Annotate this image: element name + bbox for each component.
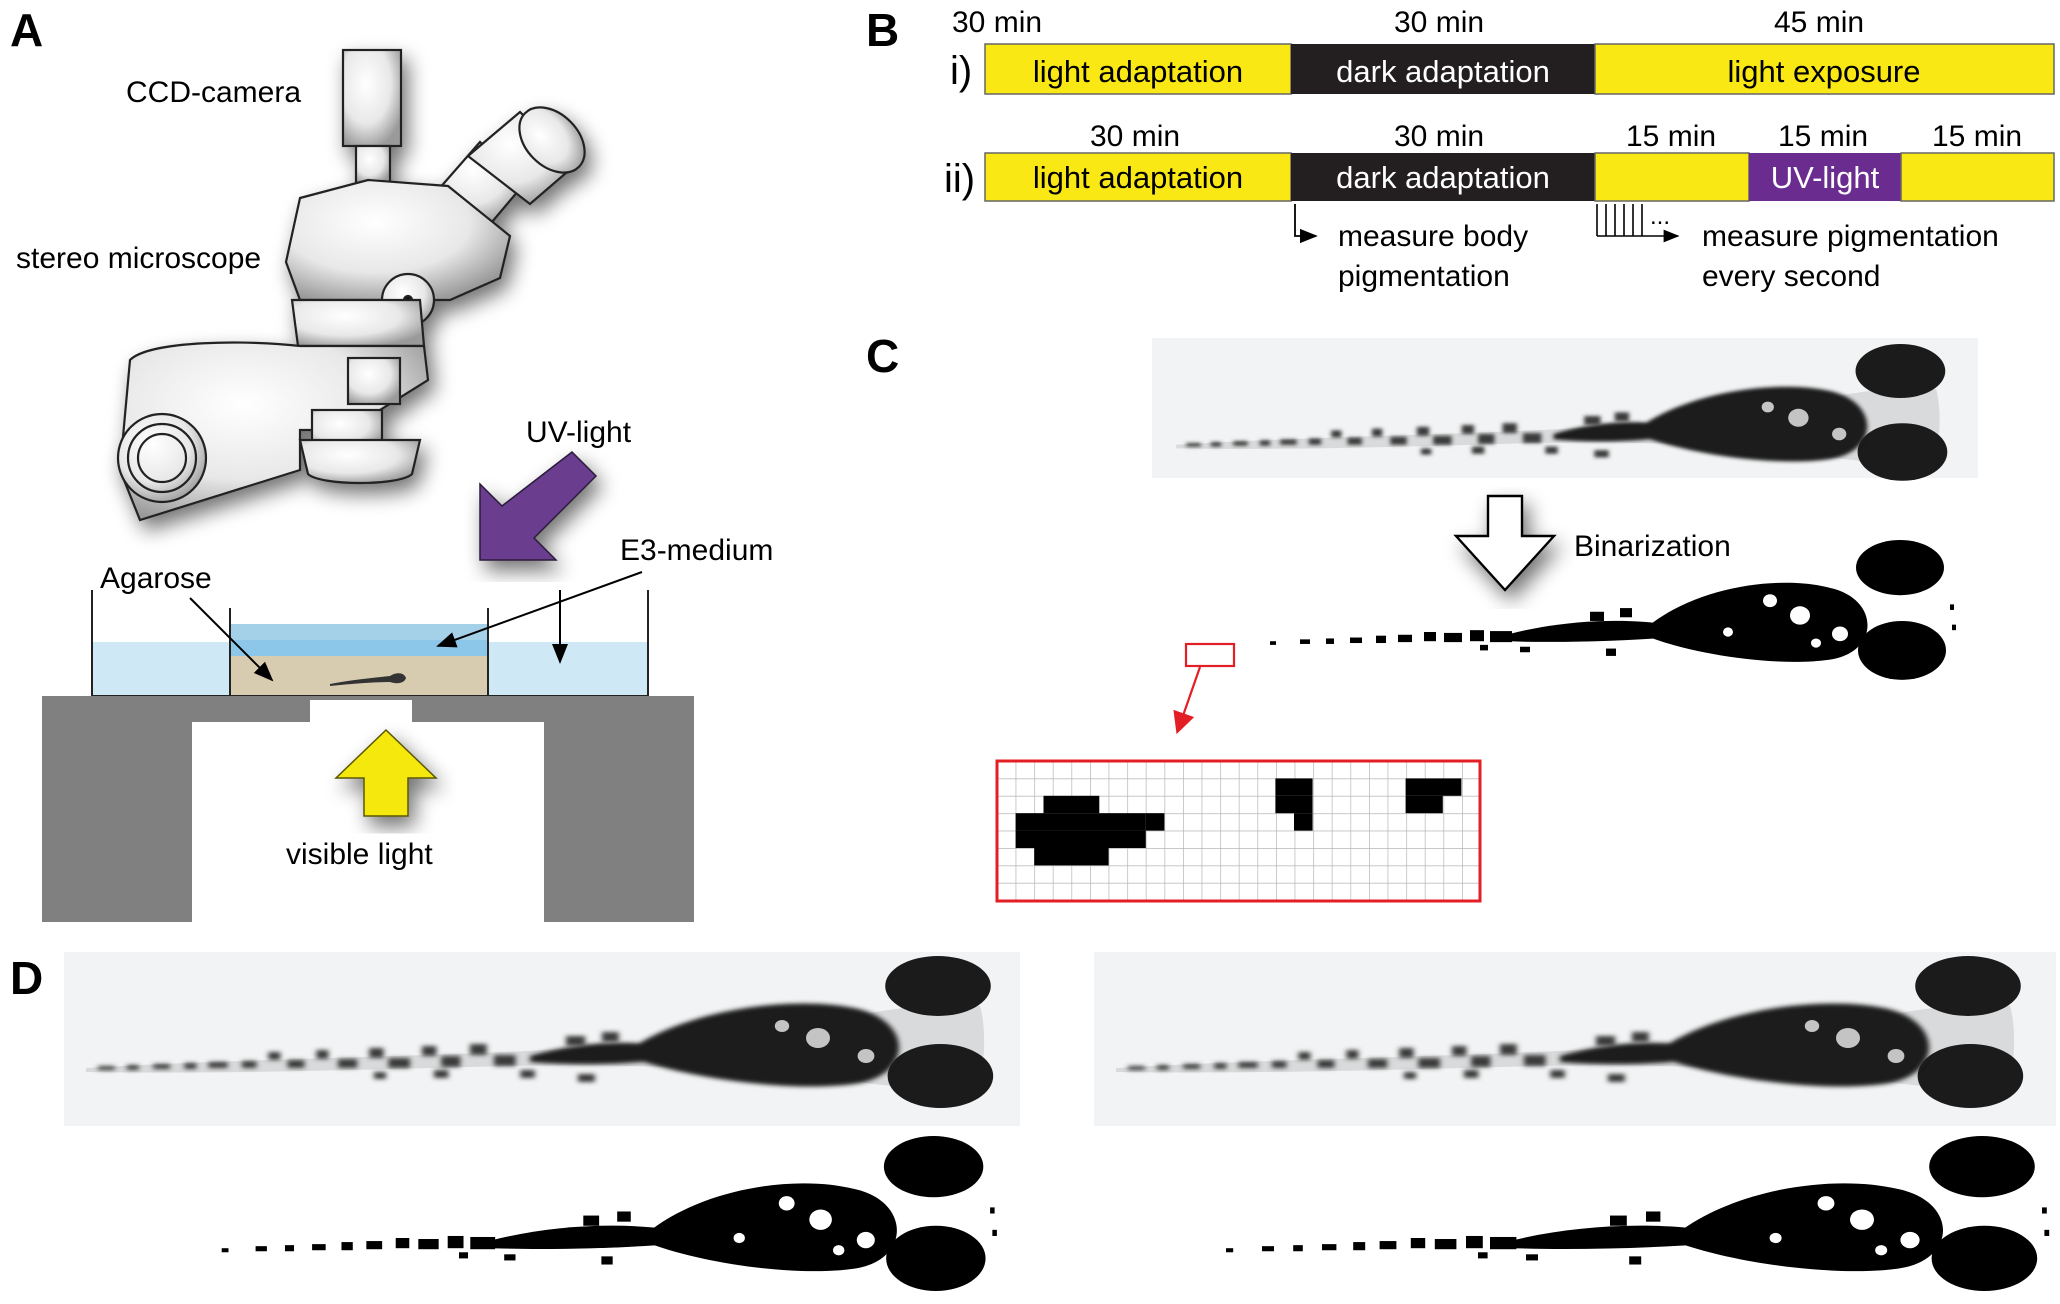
row1-segment-3 [1594,43,2055,95]
fish-icon [330,673,406,686]
row2-segment-5 [1900,152,2055,202]
row1-segment-2 [1291,44,1595,94]
row1-seg3-duration: 45 min [1774,6,1864,39]
row2-seg3-duration: 15 min [1626,120,1716,153]
row1-segment-1 [984,43,1292,95]
row2-seg5-duration: 15 min [1932,120,2022,153]
visible-light-label: visible light [286,838,433,871]
row1-seg2-duration: 30 min [1394,6,1484,39]
uv-arrow-icon [479,451,598,561]
ellipsis-mark: ... [1650,203,1670,230]
row2-segment-3 [1594,152,1750,202]
fish-d-right-binarized [1226,1136,2050,1292]
setup-illustration: CCD-camera stereo microscope UV-light Ag… [16,48,773,922]
panel-label-d: D [10,952,43,1004]
panel-label-a: A [10,4,43,56]
row1-seg2-text: dark adaptation [1336,54,1550,89]
microscope-stage [42,696,694,922]
pixel-grid [995,759,1482,903]
down-arrow-icon [1453,494,1557,592]
row2-segment-2 [1291,153,1595,201]
fish-d-left-binarized [221,1136,997,1292]
row2-seg2-duration: 30 min [1394,120,1484,153]
panel-label-c: C [866,330,899,382]
row1-label: i) [950,49,972,93]
visible-light-arrow-icon [334,728,438,817]
measure-body-line2: pigmentation [1338,260,1510,293]
comparison-panel [64,952,2056,1292]
binarization-panel: Binarization [995,338,1978,903]
uv-label: UV-light [526,416,632,449]
measure-every-line1: measure pigmentation [1702,220,1999,253]
panel-label-b: B [866,4,899,56]
petri-dish [91,590,649,697]
row2-segment-4 [1749,153,1901,201]
zoom-region [1184,642,1236,668]
row2-seg4-duration: 15 min [1778,120,1868,153]
row2-seg2-text: dark adaptation [1336,160,1550,195]
protocol-timeline: 30 min 30 min 45 min i) light adaptation… [944,6,2055,293]
measurement-ticks [1596,204,1680,243]
row1-seg3-text: light exposure [1727,54,1920,89]
row1-seg1-text: light adaptation [1033,54,1243,89]
row2-seg4-text: UV-light [1771,160,1880,195]
camera-label: CCD-camera [126,76,301,109]
row2-seg1-duration: 30 min [1090,120,1180,153]
microscope-icon [116,48,586,522]
agarose-label: Agarose [100,562,212,595]
row2-label: ii) [944,157,975,201]
microscope-label: stereo microscope [16,242,261,275]
binarization-label: Binarization [1574,530,1731,563]
measure-every-line2: every second [1702,260,1880,293]
measure-body-line1: measure body [1338,220,1528,253]
row2-seg1-text: light adaptation [1033,160,1243,195]
medium-label: E3-medium [620,534,773,567]
row1-seg1-duration: 30 min [952,6,1042,39]
